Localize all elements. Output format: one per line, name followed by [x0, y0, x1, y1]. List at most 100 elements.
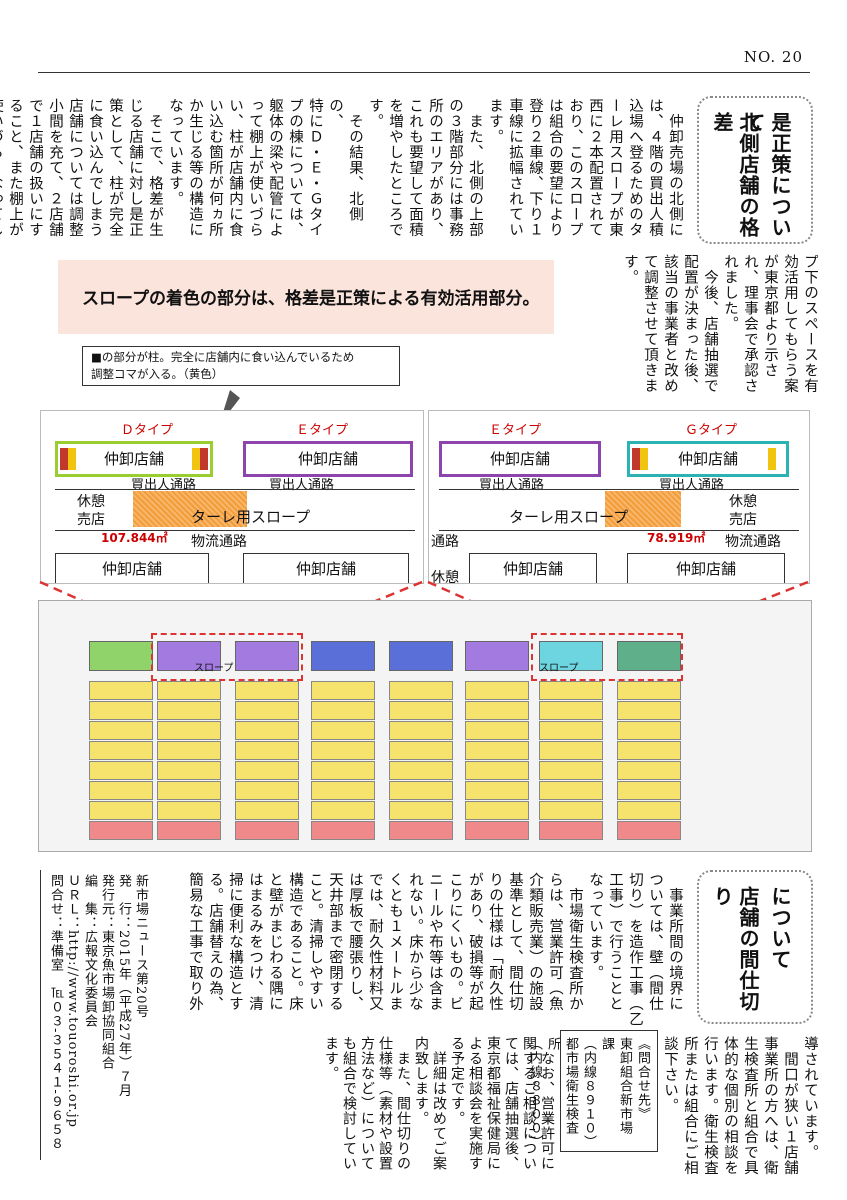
- text-line: これも要望して面積: [407, 98, 423, 238]
- area-label: 78.919㎡: [647, 531, 706, 545]
- corner-rest-label: 休憩: [431, 570, 459, 584]
- section1-body: 仲卸売場の北側には、４階の買出人積込場へ登るためのターレ用スロープが東西に２本配…: [0, 98, 685, 248]
- text-line: 所または組合にご相: [682, 1036, 698, 1176]
- floor-store-block: [89, 821, 153, 840]
- store-g: 仲卸店舗: [627, 441, 789, 477]
- text-line: て調整させて頂きま: [642, 254, 658, 394]
- floor-store-block: [89, 741, 153, 760]
- floor-store-block: [235, 641, 299, 671]
- floor-store-block: [389, 781, 453, 800]
- floor-store-block: [539, 681, 603, 700]
- floor-store-block: [311, 821, 375, 840]
- section2-heading-line1: 店舗の間仕切り: [710, 886, 760, 1012]
- store-e: 仲卸店舗: [243, 441, 413, 477]
- colophon: 新市場ニュース第20号発 行：2015年（平成27年）７月発行元：東京魚市場卸協…: [40, 870, 149, 1160]
- shop-label: 売店: [77, 512, 105, 528]
- floor-store-block: [539, 721, 603, 740]
- text-line: れ、理事会で承認さ: [742, 254, 758, 394]
- text-line: 東京都福祉保健局に: [485, 1036, 501, 1171]
- floor-store-block: [465, 681, 529, 700]
- store-e: 仲卸店舗: [439, 441, 601, 477]
- header-rule: [38, 72, 810, 73]
- store-label: 仲卸店舗: [677, 450, 738, 468]
- text-line: か生じる等の構造に: [187, 98, 203, 238]
- store-label: 仲卸店舗: [675, 560, 736, 578]
- text-line: よる相談会を実施す: [467, 1036, 483, 1171]
- inquiry-box: 《問合せ先》東卸組合新市場課（内線８９１０）都市場衛生検査所（内線８８００）: [527, 1030, 658, 1152]
- text-line: れました。: [722, 254, 738, 332]
- text-line: 込場へ登るためのタ: [627, 98, 643, 238]
- text-line: ニールや布等は含ま: [427, 872, 443, 1012]
- floor-store-block: [389, 641, 453, 671]
- floor-store-block: [157, 741, 221, 760]
- floor-store-block: [89, 801, 153, 820]
- adjust-marker: [192, 448, 200, 470]
- floor-store-block: [89, 681, 153, 700]
- text-line: る予定です。: [449, 1036, 465, 1126]
- text-line: 新市場ニュース第20号: [133, 874, 148, 1019]
- text-line: 体的な個別の相談を: [722, 1036, 738, 1176]
- ramp-highlight-box: [151, 633, 303, 681]
- floor-store-block: [465, 801, 529, 820]
- floor-store-block: [617, 781, 681, 800]
- floor-store-block: [89, 701, 153, 720]
- floor-ramp-label: スロープ: [194, 663, 234, 674]
- text-line: 基準として、間仕切: [507, 872, 523, 1012]
- column-marker: [632, 448, 640, 470]
- text-line: 店舗については調整: [67, 98, 83, 238]
- text-line: 東卸組合新市場課: [599, 1037, 632, 1135]
- text-line: 使いづらくなってし: [0, 98, 3, 238]
- text-line: 西に２本配置されて: [587, 98, 603, 238]
- text-line: じる店舗に対し是正: [127, 98, 143, 238]
- text-line: また、北側の上部: [467, 98, 483, 238]
- floor-store-block: [157, 701, 221, 720]
- floor-store-block: [465, 741, 529, 760]
- floor-store-block: [389, 741, 453, 760]
- section2-body-continued: 導されています。 間口が狭い１店舗事業所の方へは、衛生検査所と組合で具体的な個別…: [660, 1036, 820, 1186]
- text-line: 発 行：2015年（平成27年）７月: [116, 874, 131, 1098]
- rest-label: 休憩: [77, 494, 105, 510]
- floor-store-block: [465, 721, 529, 740]
- floor-store-block: [235, 801, 299, 820]
- store-label: 仲卸店舗: [297, 450, 358, 468]
- text-line: 事業所の方へは、衛: [762, 1036, 778, 1176]
- floor-store-block: [539, 761, 603, 780]
- text-line: 生検査所と組合で具: [742, 1036, 758, 1176]
- page-number: NO. 20: [743, 48, 803, 66]
- text-line: 効活用してもらう案: [782, 254, 798, 394]
- floor-store-block: [617, 681, 681, 700]
- ramp-highlight: [133, 491, 247, 527]
- text-line: と壁がまじわる隅に: [267, 872, 283, 1012]
- text-line: なっています。: [167, 98, 183, 207]
- column-marker: [60, 448, 68, 470]
- section2-heading-line2: について: [768, 886, 792, 970]
- floor-store-block: [311, 641, 375, 671]
- corner-aisle-label: 通路: [431, 534, 459, 550]
- floor-store-block: [389, 821, 453, 840]
- ramp-label: ターレ用スロープ: [191, 508, 311, 526]
- text-line: こと。清掃しやすい: [307, 872, 323, 1012]
- text-line: 発行元：東京魚市場卸協同組合: [99, 874, 114, 1070]
- floor-store-block: [157, 681, 221, 700]
- section2-notes: なお、営業許可に関するご相談については、店舗抽選後、東京都福祉保健局による相談会…: [310, 1036, 556, 1186]
- store-bottom: 仲卸店舗: [627, 553, 785, 583]
- text-line: す。: [367, 98, 383, 129]
- section1-heading-line1: 北側店舗の格差: [710, 112, 760, 238]
- text-line: 工事）で行うことと: [607, 872, 623, 1012]
- ramp-outline: [55, 489, 415, 531]
- floor-store-block: [465, 701, 529, 720]
- text-line: なっています。: [587, 872, 603, 981]
- floor-store-block: [157, 781, 221, 800]
- text-line: プの棟については、: [287, 98, 303, 238]
- text-line: 所のエリアがあり、: [427, 98, 443, 238]
- text-line: おり、このスロープ: [567, 98, 583, 238]
- text-line: 策として、柱が完全: [107, 98, 123, 238]
- text-line: プ下のスペースを有: [802, 254, 818, 394]
- section1-heading-line2: 是正策について: [742, 112, 792, 238]
- text-line: の３階部分には事務: [447, 98, 463, 238]
- text-line: 詳細は改めてご案: [431, 1036, 447, 1171]
- floor-store-block: [617, 741, 681, 760]
- text-line: で１店舗の扱いにす: [27, 98, 43, 238]
- logistics-label: 物流通路: [725, 534, 781, 550]
- floor-store-block: [235, 681, 299, 700]
